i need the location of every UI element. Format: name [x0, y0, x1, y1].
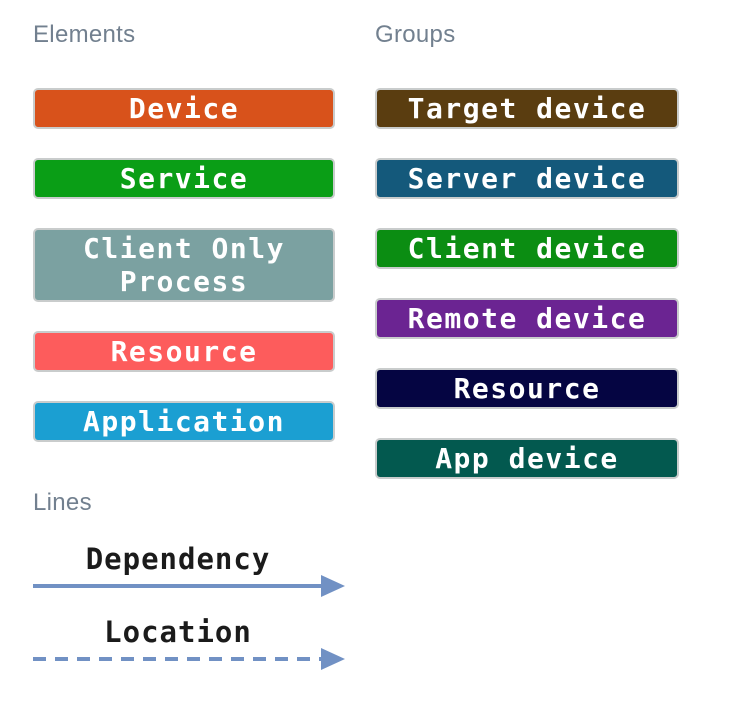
arrow-head-icon	[321, 648, 345, 670]
legend-box-label: Resource	[110, 335, 258, 368]
legend-box-label: Resource	[453, 372, 601, 405]
legend-box: Client device	[375, 228, 679, 269]
line-legend-row: Dependency	[33, 542, 345, 597]
legend-box-label: App device	[435, 442, 619, 475]
line-label: Dependency	[85, 542, 271, 576]
legend-box: App device	[375, 438, 679, 479]
line-stroke	[33, 584, 327, 588]
elements-section-title: Elements	[33, 21, 136, 48]
legend-box-label: Client device	[407, 232, 647, 265]
elements-list: Device Service Client Only Process Resou…	[33, 88, 335, 442]
legend-box: Resource	[33, 331, 335, 372]
legend-box-label: Service	[119, 162, 249, 195]
legend-box: Client Only Process	[33, 228, 335, 302]
line-stroke	[33, 657, 327, 661]
legend-box: Remote device	[375, 298, 679, 339]
groups-list: Target device Server device Client devic…	[375, 88, 679, 479]
line-track	[33, 575, 345, 597]
legend-box: Service	[33, 158, 335, 199]
legend-box: Application	[33, 401, 335, 442]
legend-box: Device	[33, 88, 335, 129]
groups-section: Groups Target device Server device Clien…	[375, 20, 679, 479]
arrow-head-icon	[321, 575, 345, 597]
legend-box: Resource	[375, 368, 679, 409]
lines-section-title: Lines	[33, 489, 92, 516]
line-track	[33, 648, 345, 670]
legend-box-label: Client Only Process	[83, 232, 304, 298]
groups-section-title: Groups	[375, 21, 456, 48]
legend-box: Server device	[375, 158, 679, 199]
lines-section: Lines Dependency Location	[33, 488, 345, 670]
elements-section: Elements Device Service Client Only Proc…	[33, 20, 335, 442]
legend-box: Target device	[375, 88, 679, 129]
legend-box-label: Device	[128, 92, 240, 125]
legend-box-label: Server device	[407, 162, 647, 195]
legend-box-label: Target device	[407, 92, 647, 125]
lines-list: Dependency Location	[33, 542, 345, 670]
line-legend-row: Location	[33, 615, 345, 670]
legend-box-label: Application	[83, 405, 285, 438]
legend-box-label: Remote device	[407, 302, 647, 335]
line-label: Location	[104, 615, 252, 649]
